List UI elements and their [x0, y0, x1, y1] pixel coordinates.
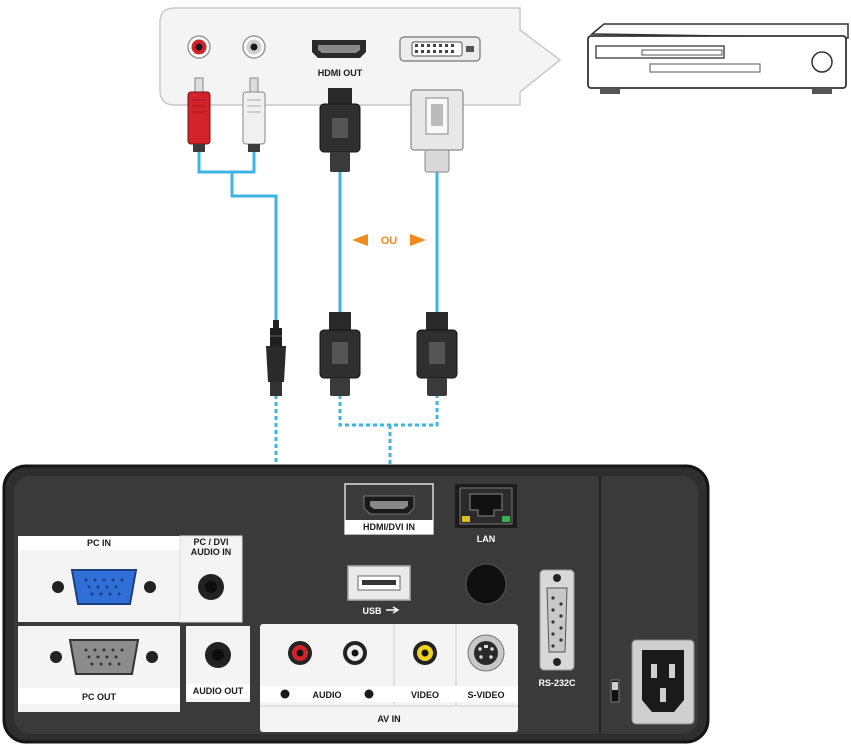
- service-port-cover-icon: [465, 563, 507, 605]
- hdmi-in-port-icon: [363, 495, 415, 515]
- av-audio-label: AUDIO: [313, 690, 342, 700]
- rs232c-label: RS-232C: [538, 678, 576, 688]
- lan-port-icon: [459, 487, 513, 525]
- av-in-section: AUDIO VIDEO S-VIDEO AV IN: [260, 624, 518, 732]
- av-audio-red-jack-icon: [288, 641, 312, 665]
- usb-label: USB: [362, 606, 382, 616]
- av-in-label: AV IN: [377, 714, 400, 724]
- dvi-plug-top-icon: [410, 89, 464, 173]
- video-cable: [338, 172, 439, 482]
- audio-out-white-jack-icon: [242, 35, 266, 59]
- hdmi-dvi-in-section: HDMI/DVI IN: [344, 483, 434, 535]
- s-video-port-icon: [467, 634, 505, 672]
- pc-out-section: PC OUT: [18, 626, 180, 712]
- lan-section: LAN: [455, 484, 517, 544]
- hdmi-plug-right-icon: [416, 312, 458, 396]
- ac-power-inlet-icon: [631, 639, 695, 725]
- audio-out-label: AUDIO OUT: [193, 686, 244, 696]
- hdmi-plug-left-icon: [319, 312, 361, 396]
- pc-dvi-audio-in-section: PC / DVI AUDIO IN: [179, 535, 243, 623]
- pc-in-section: PC IN: [18, 536, 180, 622]
- video-label: VIDEO: [411, 690, 439, 700]
- audio-jack-plug-icon: [266, 320, 286, 396]
- hdmi-out-label: HDMI OUT: [318, 68, 363, 78]
- dvi-out-port-icon: [399, 36, 481, 62]
- pc-in-label: PC IN: [87, 538, 111, 548]
- rs232c-port-icon: [539, 569, 575, 671]
- arrow-left-icon: [352, 234, 368, 246]
- usb-symbol-icon: [386, 606, 400, 614]
- audio-out-section: AUDIO OUT: [186, 626, 250, 702]
- power-switch-icon: [610, 679, 620, 703]
- hdmi-dvi-in-label: HDMI/DVI IN: [363, 522, 415, 532]
- or-text: OU: [381, 235, 398, 247]
- audio-r-marker-icon: [364, 689, 374, 699]
- lan-label: LAN: [477, 534, 496, 544]
- vga-in-port-icon: [52, 569, 156, 605]
- or-indicator: OU: [352, 234, 426, 247]
- audio-cable: [197, 150, 278, 592]
- source-port-card: HDMI OUT: [159, 7, 562, 106]
- video-yellow-jack-icon: [413, 641, 437, 665]
- rca-white-plug-icon: [242, 77, 266, 152]
- audio-in-jack-icon: [198, 574, 224, 600]
- pc-dvi-audio-in-label-line2: AUDIO IN: [191, 547, 232, 557]
- av-audio-white-jack-icon: [343, 641, 367, 665]
- arrow-right-icon: [410, 234, 426, 246]
- pc-dvi-audio-in-label-line1: PC / DVI: [193, 537, 228, 547]
- hdmi-out-port-icon: [312, 40, 366, 58]
- s-video-label: S-VIDEO: [467, 690, 504, 700]
- audio-out-jack-icon: [205, 642, 231, 668]
- audio-l-marker-icon: [280, 689, 290, 699]
- vga-out-port-icon: [50, 639, 158, 675]
- usb-port-icon: [347, 565, 411, 601]
- dvd-player-icon: [587, 23, 849, 94]
- usb-section: USB: [347, 565, 411, 616]
- rs232c-section: RS-232C: [538, 569, 576, 688]
- hdmi-plug-top-icon: [319, 88, 361, 172]
- rca-red-plug-icon: [187, 77, 211, 152]
- audio-out-red-jack-icon: [187, 35, 211, 59]
- pc-out-label: PC OUT: [82, 692, 117, 702]
